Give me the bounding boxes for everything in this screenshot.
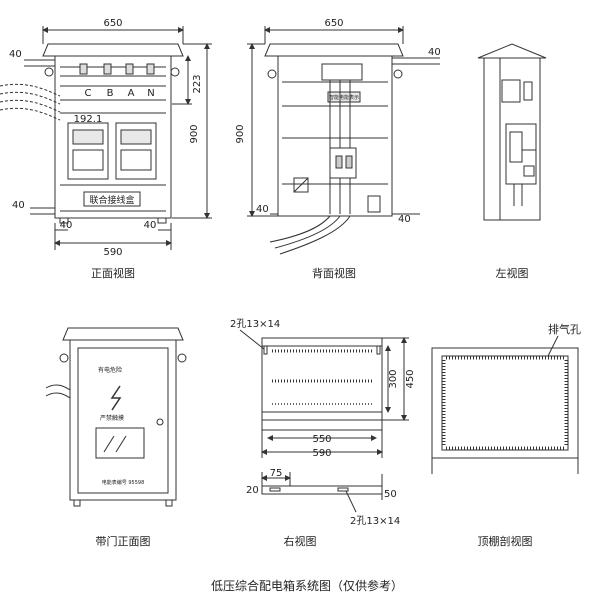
door-view <box>45 327 187 507</box>
right-body <box>261 337 383 421</box>
front-dim-40-bl: 40 <box>60 220 73 231</box>
door-hinge-right <box>177 353 187 363</box>
right-dim-300: 300 <box>388 369 399 388</box>
front-junction-label: 联合接线盒 <box>89 194 134 206</box>
roof-outer <box>431 347 579 459</box>
door-lightning-icon <box>110 385 122 411</box>
back-view-text: 650 900 40 40 40 智能电能表示 背面视图 <box>235 18 441 280</box>
front-dim-590: 590 <box>103 247 122 258</box>
door-body <box>69 339 177 501</box>
door-lock <box>156 418 164 426</box>
right-hole-top-right <box>376 345 381 355</box>
back-roof <box>264 43 404 57</box>
right-view-text: 2孔13×14 550 590 300 450 75 20 50 2孔13×14… <box>230 318 416 548</box>
back-view-title: 背面视图 <box>312 266 356 280</box>
front-view-title: 正面视图 <box>91 266 135 280</box>
roof-vent-label: 排气孔 <box>548 322 581 336</box>
right-dim-590: 590 <box>312 448 331 459</box>
door-roof <box>62 327 184 341</box>
right-dim-550: 550 <box>312 434 331 445</box>
right-dim-50: 50 <box>384 489 397 500</box>
roof-inner <box>441 355 569 451</box>
front-dim-40-br: 40 <box>144 220 157 231</box>
door-window <box>95 427 145 459</box>
door-warning-1: 有电危险 <box>98 366 122 374</box>
back-hinge-left <box>267 69 277 79</box>
front-dim-40-top: 40 <box>9 49 22 60</box>
roof-view <box>431 335 579 474</box>
front-meter-reading: 192.1 <box>74 114 103 125</box>
front-dim-900: 900 <box>189 124 200 143</box>
back-view <box>247 26 440 255</box>
door-panel <box>77 347 169 494</box>
door-view-text: 有电危险 严禁触摸 电能表编号 95598 带门正面图 <box>96 366 151 548</box>
back-breaker <box>329 147 357 179</box>
right-view <box>239 329 409 513</box>
door-warning-2: 严禁触摸 <box>100 414 124 422</box>
front-dim-223: 223 <box>192 74 203 93</box>
left-view <box>477 43 547 221</box>
right-dim-450: 450 <box>405 369 416 388</box>
roof-view-title: 顶棚剖视图 <box>478 534 533 548</box>
front-phase-b: B <box>107 88 114 99</box>
front-view <box>0 26 212 250</box>
back-dim-40-br: 40 <box>398 214 411 225</box>
left-roof <box>477 43 547 59</box>
right-view-title: 右视图 <box>284 534 317 548</box>
front-phase-a: A <box>128 88 135 99</box>
back-dim-40-top: 40 <box>428 47 441 58</box>
front-roof <box>42 43 184 57</box>
front-foot-right <box>157 217 167 224</box>
front-phase-n: N <box>147 88 154 99</box>
left-view-text: 左视图 <box>496 266 529 280</box>
front-hinge-left <box>44 67 54 77</box>
left-body <box>483 57 541 221</box>
front-view-text: 650 900 223 40 40 40 40 590 192.1 C B A … <box>9 18 203 280</box>
back-dim-900: 900 <box>235 124 246 143</box>
front-foot-left <box>59 217 69 224</box>
back-plate <box>327 91 361 103</box>
front-dim-650: 650 <box>103 18 122 29</box>
front-dim-40-bottom: 40 <box>12 200 25 211</box>
front-hinge-right <box>170 67 180 77</box>
left-view-title: 左视图 <box>496 266 529 280</box>
front-phase-c: C <box>85 88 92 99</box>
right-hole-top-left <box>263 345 268 355</box>
door-hinge-left <box>59 353 69 363</box>
right-hole-top-label: 2孔13×14 <box>230 318 280 330</box>
right-dim-75: 75 <box>270 468 283 479</box>
front-junction-box <box>83 191 141 207</box>
back-hinge-right <box>393 69 403 79</box>
back-dim-40-bl: 40 <box>256 204 269 215</box>
door-footer: 电能表编号 95598 <box>102 479 145 486</box>
back-dim-650: 650 <box>324 18 343 29</box>
right-hole-bottom-label: 2孔13×14 <box>350 515 400 527</box>
back-switch <box>321 63 363 81</box>
right-dim-20: 20 <box>246 485 259 496</box>
back-plate-label: 智能电能表示 <box>329 94 359 101</box>
roof-view-text: 排气孔 顶棚剖视图 <box>478 322 582 548</box>
door-view-title: 带门正面图 <box>96 534 151 548</box>
footer-title: 低压综合配电箱系统图（仅供参考） <box>211 578 403 593</box>
